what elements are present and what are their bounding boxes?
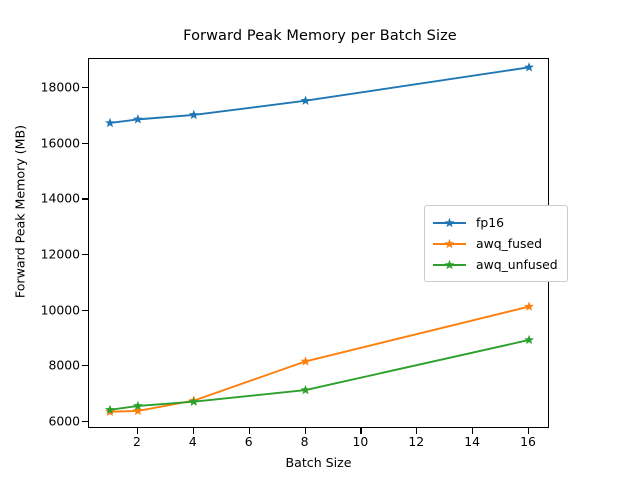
data-point-marker [105,404,115,415]
legend-marker-icon [432,216,467,230]
x-tick-mark [192,428,194,434]
plot-lines [105,62,534,416]
y-tick-mark [82,309,88,311]
x-tick-mark [248,428,250,434]
series-awq_fused [105,301,534,416]
data-point-marker [132,405,143,416]
x-tick-mark [136,428,138,434]
data-point-marker [188,109,199,120]
x-tick-label: 16 [520,434,536,449]
legend-label: fp16 [476,215,504,230]
legend-label: awq_unfused [476,257,558,272]
data-point-marker [105,117,115,128]
page-title: Forward Peak Memory per Batch Size [183,28,457,44]
y-tick-label: 8000 [48,357,80,373]
series-line [109,305,530,413]
y-tick-mark [82,254,88,256]
x-tick-mark [416,428,418,434]
legend-item-fp16[interactable]: fp16 [432,212,558,233]
x-tick-label: 10 [352,434,369,449]
x-tick-label: 4 [188,434,197,449]
plot-area [88,58,549,428]
y-tick-mark [82,87,88,89]
x-tick-mark [360,428,362,434]
legend-label: awq_fused [476,236,542,251]
y-tick-label: 16000 [40,135,80,151]
y-tick-label: 12000 [40,246,80,262]
y-tick-label: 6000 [48,413,80,429]
y-tick-mark [82,198,88,200]
y-tick-label: 10000 [40,302,80,318]
y-tick-mark [82,365,88,367]
data-point-marker [300,95,311,105]
data-point-marker [524,62,534,72]
data-point-marker [188,396,199,406]
x-tick-mark [304,428,306,434]
data-point-marker [300,384,311,395]
series-awq_unfused [105,334,534,415]
series-line [109,66,530,124]
series-fp16 [105,62,534,128]
legend-item-awq_unfused[interactable]: awq_unfused [432,254,558,275]
x-tick-label: 2 [132,434,141,449]
x-tick-mark [528,428,530,434]
x-axis-label: Batch Size [285,455,352,470]
data-point-marker [524,334,534,345]
y-tick-mark [82,421,88,423]
data-point-marker [132,114,143,124]
data-point-marker [132,400,143,411]
x-tick-label: 14 [464,434,481,449]
legend-marker-icon [432,237,467,251]
x-axis-tick-labels: 2 4 6 8 10 12 14 16 [0,428,640,454]
x-tick-label: 8 [300,434,309,449]
legend[interactable]: fp16 awq_fused awq_unfused [424,205,568,282]
y-axis-tick-labels: 6000 8000 10000 12000 14000 16000 18000 [0,0,88,480]
y-tick-mark [82,142,88,144]
y-tick-label: 14000 [40,190,80,206]
x-tick-label: 12 [408,434,425,449]
y-tick-label: 18000 [40,79,80,95]
legend-item-awq_fused[interactable]: awq_fused [432,233,558,254]
data-point-marker [300,356,311,366]
x-tick-mark [472,428,474,434]
data-point-marker [524,301,534,311]
x-tick-label: 6 [244,434,253,449]
legend-marker-icon [432,258,467,272]
series-line [109,339,530,411]
